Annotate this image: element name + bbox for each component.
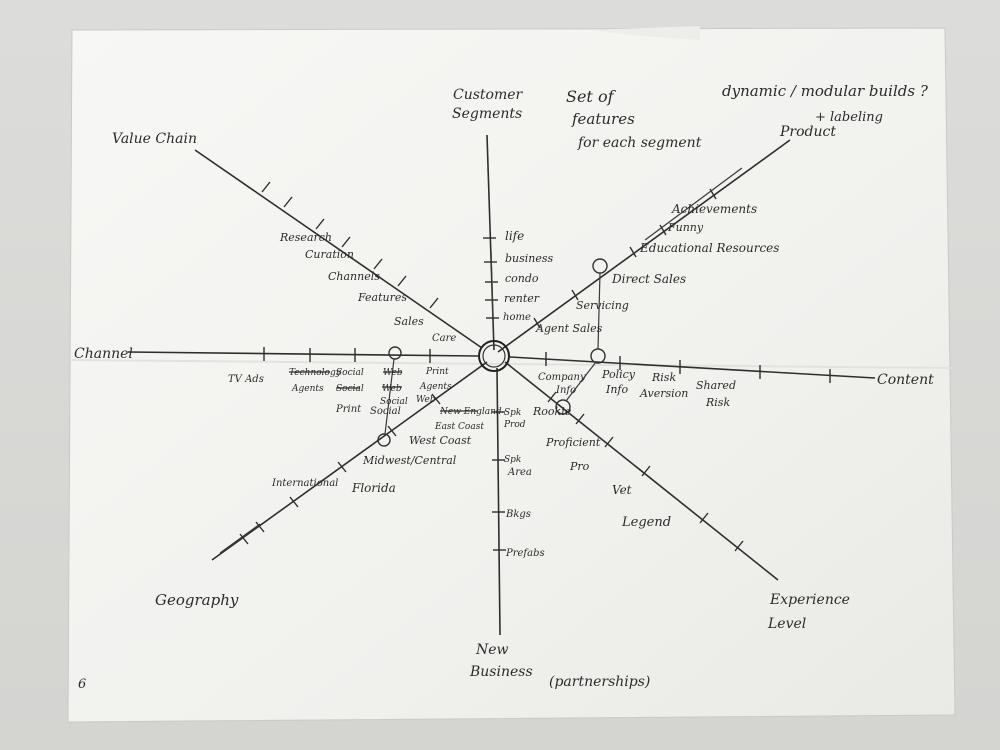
center-hub-inner bbox=[482, 344, 506, 368]
channel-strikethroughs bbox=[289, 371, 478, 412]
ticks-channel bbox=[263, 347, 431, 363]
content-company-info-1: Company bbox=[538, 372, 586, 383]
center-hub bbox=[478, 340, 510, 372]
channel-tv-ads: TV Ads bbox=[228, 374, 264, 385]
content-company-info-2: Info bbox=[555, 385, 576, 396]
content-shared-risk-2: Risk bbox=[705, 396, 730, 409]
label-content: Content bbox=[877, 372, 934, 388]
product-direct-sales: Direct Sales bbox=[611, 272, 686, 286]
note-set-of-3: for each segment bbox=[577, 135, 702, 151]
note-set-of-2: features bbox=[571, 110, 635, 128]
geo-west-coast: West Coast bbox=[409, 434, 472, 447]
segment-condo: condo bbox=[505, 272, 539, 285]
vc-research: Research bbox=[279, 231, 332, 244]
label-channel: Channel bbox=[74, 346, 133, 362]
segment-home: home bbox=[503, 312, 531, 323]
ticks-geography bbox=[239, 393, 441, 545]
channel-technology: Technology bbox=[289, 368, 342, 378]
channel-agents-2: Agents bbox=[419, 382, 452, 392]
note-dynamic-builds: dynamic / modular builds ? bbox=[722, 82, 929, 100]
newbiz-spk-prod-2: Prod bbox=[503, 420, 526, 430]
newbiz-prefabs: Prefabs bbox=[505, 548, 545, 559]
label-experience-1: Experience bbox=[769, 592, 850, 608]
label-value-chain: Value Chain bbox=[112, 131, 197, 147]
axis-geography bbox=[211, 361, 488, 561]
label-new-business-1: New bbox=[475, 642, 509, 658]
content-policy-info-1: Policy bbox=[601, 368, 636, 381]
experience-pro: Pro bbox=[569, 460, 590, 473]
ticks-value-chain bbox=[261, 181, 439, 309]
segment-renter: renter bbox=[504, 292, 540, 305]
shade-customer bbox=[490, 249, 494, 321]
note-labeling: + labeling bbox=[815, 110, 883, 125]
channel-web-1: Web bbox=[383, 368, 403, 378]
note-set-of-1: Set of bbox=[566, 87, 617, 106]
label-customer-segments-2: Segments bbox=[452, 106, 522, 122]
channel-social-2: Social bbox=[336, 384, 364, 394]
channel-social-4: Social bbox=[370, 406, 401, 417]
vc-features: Features bbox=[357, 291, 407, 304]
experience-proficient: Proficient bbox=[545, 436, 601, 449]
channel-social-3: Social bbox=[380, 397, 408, 407]
paper-tear bbox=[590, 26, 700, 40]
axis-product bbox=[497, 139, 791, 353]
geo-midwest: Midwest/Central bbox=[362, 454, 457, 467]
channel-print-2: Print bbox=[335, 404, 362, 415]
vc-curation: Curation bbox=[305, 248, 354, 261]
experience-legend: Legend bbox=[621, 515, 671, 530]
shade-geography bbox=[219, 523, 261, 554]
experience-vet: Vet bbox=[612, 483, 632, 497]
vc-sales: Sales bbox=[394, 315, 424, 328]
geo-east-coast: East Coast bbox=[434, 422, 484, 432]
newbiz-bkgs: Bkgs bbox=[505, 509, 531, 520]
ticks-experience bbox=[547, 391, 744, 552]
label-partnerships: (partnerships) bbox=[549, 674, 650, 690]
ticks-new-business bbox=[492, 411, 506, 551]
shade-product bbox=[644, 167, 743, 241]
product-servicing: Servicing bbox=[576, 299, 629, 312]
experience-rookie: Rookie bbox=[532, 405, 572, 418]
label-geography: Geography bbox=[155, 591, 239, 609]
content-risk-aversion-2: Aversion bbox=[639, 387, 688, 400]
channel-social-1: Social bbox=[336, 368, 364, 378]
newbiz-spk-area-2: Area bbox=[507, 467, 532, 478]
label-customer-segments-1: Customer bbox=[453, 87, 524, 103]
content-shared-risk-1: Shared bbox=[696, 379, 736, 392]
newbiz-spk-prod-1: Spk bbox=[504, 408, 521, 418]
page-number: 6 bbox=[78, 677, 86, 692]
label-experience-2: Level bbox=[767, 616, 806, 632]
product-funny: Funny bbox=[667, 221, 704, 234]
geo-florida: Florida bbox=[351, 481, 396, 495]
axis-value-chain bbox=[194, 149, 483, 349]
content-policy-info-2: Info bbox=[605, 383, 629, 396]
geo-new-england: New England bbox=[439, 407, 502, 417]
product-achievements: Achievements bbox=[671, 202, 757, 216]
content-risk-aversion-1: Risk bbox=[651, 371, 676, 384]
label-new-business-2: Business bbox=[469, 664, 533, 680]
vc-channels: Channels bbox=[328, 270, 380, 283]
paper-fold bbox=[69, 359, 953, 369]
channel-agents-1: Agents bbox=[291, 384, 324, 394]
product-agent-sales: Agent Sales bbox=[535, 322, 603, 335]
channel-web-3: Web bbox=[416, 395, 436, 405]
axis-content bbox=[509, 356, 876, 379]
newbiz-spk-area-1: Spk bbox=[504, 455, 521, 465]
product-educational: Educational Resources bbox=[639, 241, 779, 255]
segment-life: life bbox=[505, 229, 524, 243]
ticks-content bbox=[545, 352, 831, 383]
label-product: Product bbox=[779, 124, 836, 140]
ticks-product bbox=[533, 188, 717, 329]
channel-print-1: Print bbox=[425, 367, 449, 377]
geo-international: International bbox=[271, 478, 338, 489]
vc-care: Care bbox=[432, 333, 456, 344]
axis-channel bbox=[127, 351, 479, 357]
segment-business: business bbox=[505, 252, 554, 265]
channel-web-2: Web bbox=[382, 384, 402, 394]
